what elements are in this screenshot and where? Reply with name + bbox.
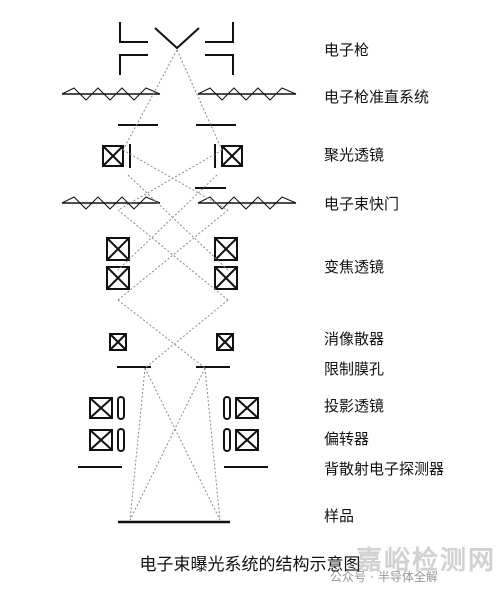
label-stigmator: 消像散器 (324, 330, 385, 348)
label-condenser-lens: 聚光透镜 (324, 146, 385, 164)
watermark-subtitle: 公众号·半导体全解 (330, 570, 438, 584)
label-backscatter-detector: 背散射电子探测器 (324, 460, 445, 478)
electron-gun-electrodes (119, 22, 234, 75)
condenser-lens (102, 144, 243, 168)
beam-blanker (61, 187, 297, 210)
projection-lens (89, 396, 259, 420)
label-electron-gun: 电子枪 (324, 41, 370, 59)
stigmator (109, 333, 234, 351)
label-sample: 样品 (324, 507, 355, 525)
label-zoom-lens: 变焦透镜 (324, 258, 385, 276)
beam-path (117, 49, 229, 521)
label-projection-lens: 投影透镜 (324, 397, 385, 415)
watermark-sub-right: 半导体全解 (377, 570, 438, 584)
label-gun-alignment: 电子枪准直系统 (324, 88, 430, 106)
label-beam-blanker: 电子束快门 (324, 195, 400, 213)
figure-caption: 电子束曝光系统的结构示意图 (139, 555, 361, 575)
watermark-sub-left: 公众号 (330, 570, 367, 584)
label-limiting-aperture: 限制膜孔 (324, 360, 385, 378)
zoom-lens (106, 237, 238, 290)
watermark-title: 嘉峪检测网 (356, 546, 497, 576)
deflector (89, 428, 259, 452)
label-deflector: 偏转器 (324, 430, 370, 448)
gun-alignment-plates (61, 87, 297, 101)
